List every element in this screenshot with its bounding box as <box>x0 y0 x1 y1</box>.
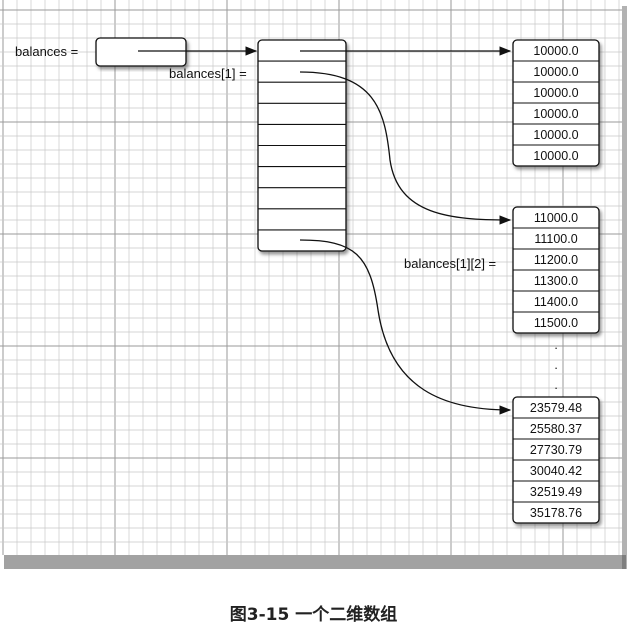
array-cell-value: 10000.0 <box>533 44 578 58</box>
arrow-row1 <box>299 71 512 225</box>
array-cell-value: 35178.76 <box>530 506 582 520</box>
svg-text:·: · <box>554 381 558 395</box>
array-cell-value: 11300.0 <box>534 274 578 288</box>
array-cell-value: 10000.0 <box>533 128 578 142</box>
inner-array-2: 23579.48 25580.37 27730.79 30040.42 32519.49… <box>512 396 600 524</box>
array-cell-value: 10000.0 <box>533 65 578 79</box>
reference-arrows <box>138 46 512 415</box>
array-cell-value: 23579.48 <box>530 401 582 415</box>
array-cell-value: 11400.0 <box>534 295 578 309</box>
array-cell-value: 32519.49 <box>530 485 582 499</box>
array-cell-value: 10000.0 <box>533 107 578 121</box>
array-cell-value: 11500.0 <box>534 316 578 330</box>
balances-label: balances = <box>15 44 78 59</box>
vertical-ellipsis: · · · <box>554 341 558 395</box>
balances-1-2-label: balances[1][2] = <box>404 256 496 271</box>
array-cell-value: 25580.37 <box>530 422 582 436</box>
array-cell-value: 10000.0 <box>533 86 578 100</box>
svg-text:·: · <box>554 341 558 355</box>
array-cell-value: 11100.0 <box>534 232 577 246</box>
two-dimensional-array-diagram: balances = balances[1] = balances[1][2] … <box>0 0 627 569</box>
inner-array-1: 11000.0 11100.0 11200.0 11300.0 11400.0 11500… <box>512 206 600 334</box>
array-cell-value: 11000.0 <box>534 211 578 225</box>
svg-text:·: · <box>554 361 558 375</box>
outer-array <box>257 39 347 252</box>
array-cell-value: 10000.0 <box>533 149 578 163</box>
arrow-row2 <box>299 239 512 415</box>
balances-variable-box <box>95 37 187 67</box>
array-cell-value: 30040.42 <box>530 464 582 478</box>
figure-caption: 图3-15 一个二维数组 <box>229 605 398 625</box>
balances-1-label: balances[1] = <box>169 66 247 81</box>
array-cell-value: 27730.79 <box>530 443 582 457</box>
inner-array-0: 10000.0 10000.0 10000.0 10000.0 10000.0 10000… <box>512 39 600 167</box>
array-cell-value: 11200.0 <box>534 253 578 267</box>
